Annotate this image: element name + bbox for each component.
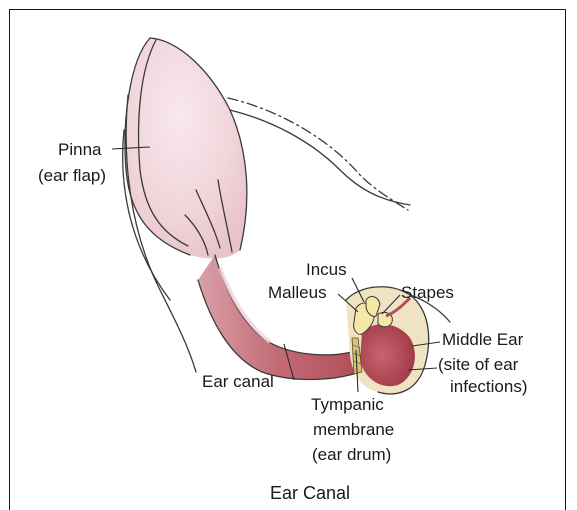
label-middle-ear-line3: infections)	[450, 377, 527, 396]
label-ear-canal: Ear canal	[202, 372, 274, 391]
label-tympanic-line2: membrane	[313, 420, 394, 439]
label-middle-ear-line1: Middle Ear	[442, 330, 524, 349]
label-stapes: Stapes	[401, 283, 454, 302]
label-middle-ear-line2: (site of ear	[438, 355, 519, 374]
label-incus: Incus	[306, 260, 347, 279]
middle-ear-shape	[346, 287, 450, 394]
label-pinna-line1: Pinna	[58, 140, 102, 159]
label-tympanic-line1: Tympanic	[311, 395, 384, 414]
label-tympanic-line3: (ear drum)	[312, 445, 391, 464]
label-malleus: Malleus	[268, 283, 327, 302]
label-pinna-line2: (ear flap)	[38, 166, 106, 185]
labels: Pinna (ear flap) Incus Malleus Stapes Mi…	[38, 140, 527, 503]
figure-caption: Ear Canal	[270, 483, 350, 503]
